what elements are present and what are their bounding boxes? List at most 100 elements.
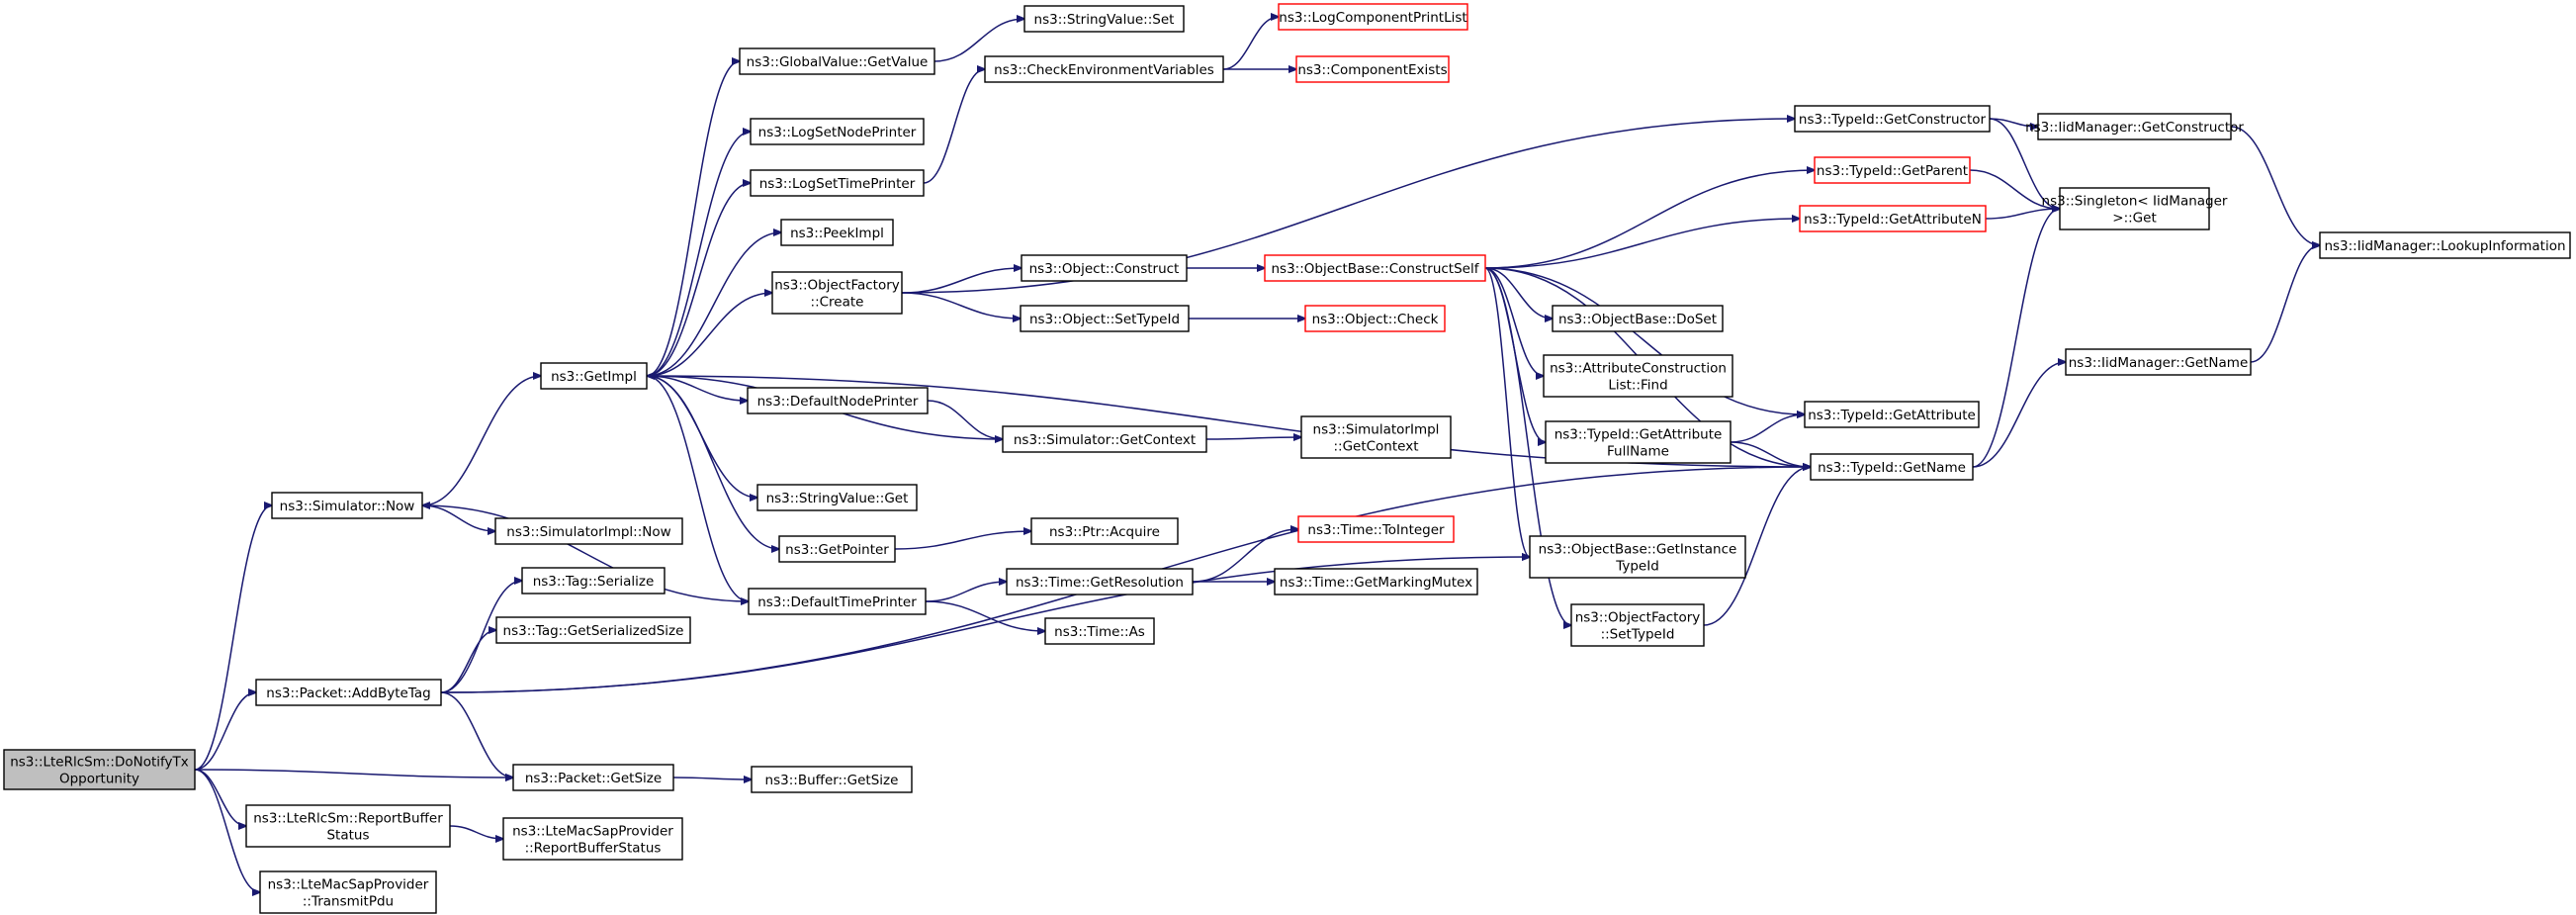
node-typeidgetattrn[interactable]: ns3::TypeId::GetAttributeN: [1799, 205, 1987, 232]
edge-getimpl-to-globalvalue: [646, 61, 740, 377]
node-label: Status: [326, 828, 369, 844]
edge-line: [1703, 467, 1811, 626]
edge-iidmgrgetconstructor-to-iidmgrlookup: [2230, 126, 2320, 245]
node-typeidgetparent[interactable]: ns3::TypeId::GetParent: [1814, 156, 1971, 184]
node-reportbuf[interactable]: ns3::LteRlcSm::ReportBufferStatus: [245, 804, 451, 848]
node-taggetsersize[interactable]: ns3::Tag::GetSerializedSize: [495, 616, 691, 644]
node-transmitpdu[interactable]: ns3::LteMacSapProvider::TransmitPdu: [259, 870, 437, 914]
node-typeidgetname[interactable]: ns3::TypeId::GetName: [1810, 453, 1974, 481]
node-addbytetag[interactable]: ns3::Packet::AddByteTag: [255, 679, 442, 706]
node-objfactcreate[interactable]: ns3::ObjectFactory::Create: [771, 271, 903, 315]
edge-timegetres-to-timetointeger: [1192, 529, 1298, 583]
node-simimplgetcontext[interactable]: ns3::SimulatorImpl::GetContext: [1300, 415, 1452, 459]
node-objbasedoset[interactable]: ns3::ObjectBase::DoSet: [1552, 305, 1724, 332]
node-layer: ns3::LteRlcSm::DoNotifyTxOpportunityns3:…: [3, 3, 2571, 914]
node-label: ns3::IidManager::GetName: [2069, 355, 2249, 371]
node-box: [1006, 568, 1194, 595]
node-label: ns3::ObjectBase::GetInstance: [1539, 542, 1737, 558]
node-objbaseconstructself[interactable]: ns3::ObjectBase::ConstructSelf: [1264, 254, 1486, 282]
edge-getimpl-to-objfactcreate: [646, 293, 772, 377]
node-objcheck[interactable]: ns3::Object::Check: [1304, 305, 1446, 332]
node-simgetcontext[interactable]: ns3::Simulator::GetContext: [1002, 425, 1207, 453]
edge-typeidgetattrn-to-singletonget: [1985, 209, 2060, 220]
node-defaultnodeprinter[interactable]: ns3::DefaultNodePrinter: [747, 387, 929, 414]
node-box: [1570, 603, 1705, 647]
node-singletonget[interactable]: ns3::Singleton< IidManager>::Get: [2042, 187, 2228, 230]
node-timetointeger[interactable]: ns3::Time::ToInteger: [1297, 515, 1455, 543]
edge-defaulttimeprinter-to-timeas: [925, 600, 1045, 631]
node-getimpl[interactable]: ns3::GetImpl: [540, 362, 648, 390]
node-checkenv[interactable]: ns3::CheckEnvironmentVariables: [984, 55, 1224, 83]
node-globalvalue[interactable]: ns3::GlobalValue::GetValue: [739, 47, 935, 75]
node-box: [1021, 254, 1188, 282]
edge-line: [1484, 170, 1815, 269]
node-box: [1552, 305, 1724, 332]
edge-line: [646, 61, 740, 377]
node-objfactsettypeid[interactable]: ns3::ObjectFactory::SetTypeId: [1570, 603, 1705, 647]
edge-line: [1972, 209, 2060, 468]
node-label: ns3::LteRlcSm::ReportBuffer: [253, 811, 443, 827]
node-timegetmarking[interactable]: ns3::Time::GetMarkingMutex: [1274, 568, 1478, 595]
node-label: ns3::LogComponentPrintList: [1279, 10, 1466, 26]
node-iidmgrgetname[interactable]: ns3::IidManager::GetName: [2065, 348, 2252, 376]
node-label: ns3::LteMacSapProvider: [268, 877, 429, 893]
edge-line: [194, 769, 246, 826]
edge-objbaseconstructself-to-objbasedoset: [1484, 267, 1553, 319]
node-box: [756, 484, 918, 511]
node-label: Opportunity: [59, 772, 139, 787]
node-timegetres[interactable]: ns3::Time::GetResolution: [1006, 568, 1194, 595]
node-label: ns3::Time::GetMarkingMutex: [1280, 575, 1472, 591]
node-logsettime[interactable]: ns3::LogSetTimePrinter: [750, 169, 925, 197]
node-stringvalueset[interactable]: ns3::StringValue::Set: [1023, 5, 1185, 33]
node-now[interactable]: ns3::Simulator::Now: [271, 492, 423, 519]
node-box: [748, 588, 927, 615]
node-label: ::SetTypeId: [1601, 627, 1675, 643]
node-label: ns3::Packet::AddByteTag: [266, 686, 430, 701]
node-peekimpl[interactable]: ns3::PeekImpl: [780, 219, 894, 246]
edge-typeidgetattrfull-to-typeidgetattr: [1730, 414, 1805, 443]
node-box: [1044, 617, 1155, 645]
node-simimplnow[interactable]: ns3::SimulatorImpl::Now: [494, 517, 683, 545]
node-stringvalueget[interactable]: ns3::StringValue::Get: [756, 484, 918, 511]
edge-line: [440, 630, 496, 693]
node-label: ns3::IidManager::GetConstructor: [2025, 120, 2244, 136]
node-objconstruct[interactable]: ns3::Object::Construct: [1021, 254, 1188, 282]
node-tagserialize[interactable]: ns3::Tag::Serialize: [521, 567, 666, 595]
node-getsize[interactable]: ns3::Packet::GetSize: [512, 764, 674, 791]
node-label: ns3::Time::As: [1054, 624, 1145, 640]
node-ptracquire[interactable]: ns3::Ptr::Acquire: [1030, 517, 1179, 545]
edge-line: [672, 778, 752, 779]
node-defaulttimeprinter[interactable]: ns3::DefaultTimePrinter: [748, 588, 927, 615]
node-box: [495, 616, 691, 644]
edge-getsize-to-buffergetsize: [672, 778, 752, 779]
node-label: TypeId: [1615, 559, 1659, 575]
node-timeas[interactable]: ns3::Time::As: [1044, 617, 1155, 645]
node-iidmgrlookup[interactable]: ns3::IidManager::LookupInformation: [2319, 231, 2571, 259]
node-logcompprint[interactable]: ns3::LogComponentPrintList: [1278, 3, 1468, 31]
node-logsetnode[interactable]: ns3::LogSetNodePrinter: [750, 118, 925, 145]
node-box: [2319, 231, 2571, 259]
node-label: ns3::Buffer::GetSize: [765, 773, 899, 788]
node-getpointer[interactable]: ns3::GetPointer: [778, 535, 896, 563]
node-label: ns3::GetImpl: [551, 369, 637, 385]
node-box: [271, 492, 423, 519]
node-typeidgetattr[interactable]: ns3::TypeId::GetAttribute: [1804, 401, 1980, 428]
edge-line: [646, 132, 751, 377]
node-compexists[interactable]: ns3::ComponentExists: [1295, 55, 1450, 83]
node-box: [1002, 425, 1207, 453]
node-box: [1020, 305, 1190, 332]
node-iidmgrgetconstructor[interactable]: ns3::IidManager::GetConstructor: [2025, 113, 2244, 140]
edge-line: [646, 293, 772, 377]
edge-line: [1484, 267, 1530, 557]
node-objsettypeid[interactable]: ns3::Object::SetTypeId: [1020, 305, 1190, 332]
node-macsapreport[interactable]: ns3::LteMacSapProvider::ReportBufferStat…: [502, 817, 683, 861]
edge-getimpl-to-peekimpl: [646, 232, 781, 377]
node-buffergetsize[interactable]: ns3::Buffer::GetSize: [751, 766, 913, 793]
node-box: [1304, 305, 1446, 332]
node-label: ::TransmitPdu: [303, 894, 394, 910]
node-typeidgetconstructor[interactable]: ns3::TypeId::GetConstructor: [1794, 105, 1991, 133]
